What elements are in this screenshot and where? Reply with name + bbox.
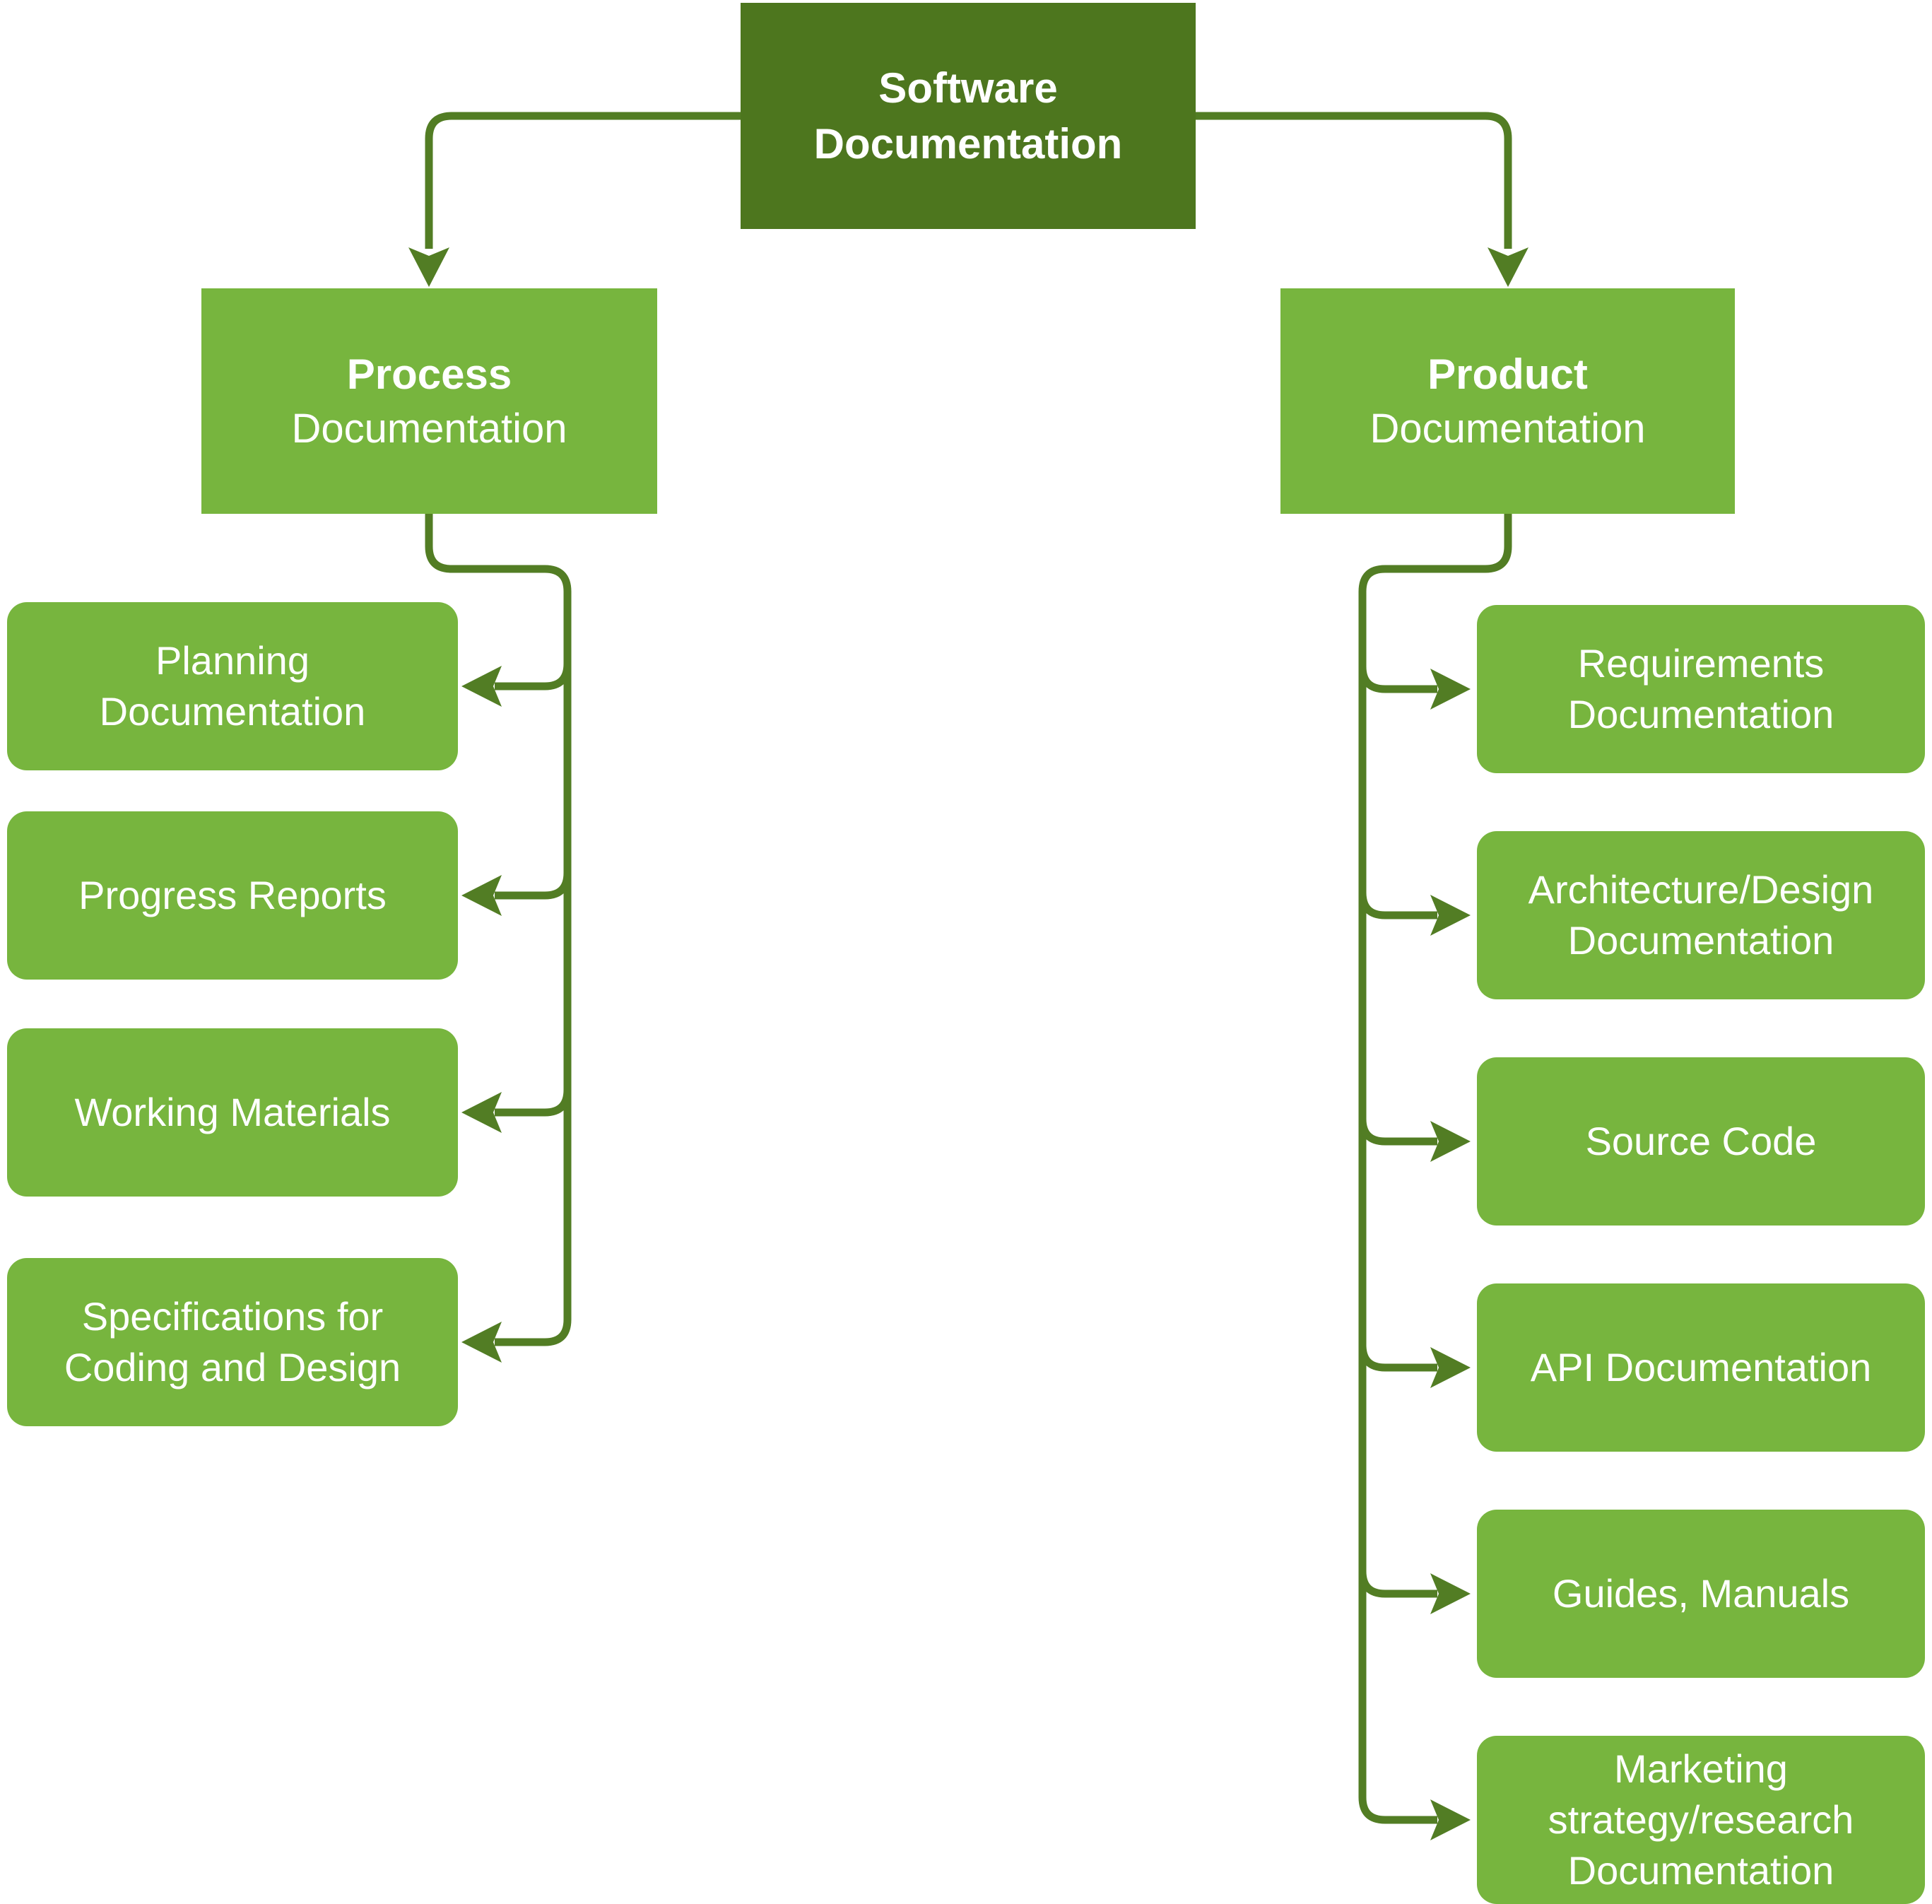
arrowhead-right-icon — [1430, 1799, 1471, 1840]
connector-product-branch-4 — [1358, 1344, 1471, 1388]
node-requirements-documentation: Requirements Documentation — [1477, 605, 1925, 773]
node-working-materials: Working Materials — [7, 1028, 458, 1197]
connector-root-to-product — [1196, 112, 1528, 287]
connector-process-branch-2 — [461, 872, 572, 916]
node-title-line2: Documentation — [813, 120, 1123, 168]
node-guides-manuals: Guides, Manuals — [1477, 1510, 1925, 1678]
arrowhead-right-icon — [1430, 1121, 1471, 1162]
node-marketing-strategy-research-documentation: Marketing strategy/research Documentatio… — [1477, 1736, 1925, 1904]
node-title: Software — [878, 64, 1058, 112]
node-subtitle: Documentation — [1370, 405, 1646, 452]
node-title: Process — [346, 350, 512, 398]
connector-process-branch-1 — [461, 663, 572, 707]
node-source-code: Source Code — [1477, 1057, 1925, 1226]
node-api-documentation: API Documentation — [1477, 1283, 1925, 1452]
connector-process-branch-3 — [461, 1089, 572, 1133]
arrowhead-right-icon — [1430, 1347, 1471, 1388]
connector-process-trunk — [425, 514, 572, 1363]
node-subtitle: Documentation — [291, 405, 567, 452]
node-architecture-design-documentation: Architecture/Design Documentation — [1477, 831, 1925, 999]
node-progress-reports: Progress Reports — [7, 811, 458, 980]
arrowhead-right-icon — [1430, 895, 1471, 936]
arrowhead-left-icon — [461, 1322, 502, 1363]
connector-product-branch-1 — [1358, 666, 1471, 710]
arrowhead-left-icon — [461, 666, 502, 707]
node-product-documentation: Product Documentation — [1280, 288, 1735, 514]
node-process-documentation: Process Documentation — [201, 288, 657, 514]
connector-product-branch-5 — [1358, 1570, 1471, 1614]
arrowhead-down-icon — [408, 247, 449, 287]
connector-product-trunk — [1358, 514, 1512, 1840]
connector-product-branch-2 — [1358, 892, 1471, 936]
node-software-documentation: Software Documentation — [741, 3, 1196, 229]
node-specifications-coding-design: Specifications for Coding and Design — [7, 1258, 458, 1426]
connector-root-to-process — [408, 112, 741, 287]
arrowhead-down-icon — [1488, 247, 1528, 287]
connector-product-branch-3 — [1358, 1118, 1471, 1162]
node-title: Product — [1427, 350, 1588, 398]
arrowhead-right-icon — [1430, 1573, 1471, 1614]
node-planning-documentation: Planning Documentation — [7, 602, 458, 770]
arrowhead-right-icon — [1430, 669, 1471, 710]
arrowhead-left-icon — [461, 1092, 502, 1133]
arrowhead-left-icon — [461, 875, 502, 916]
